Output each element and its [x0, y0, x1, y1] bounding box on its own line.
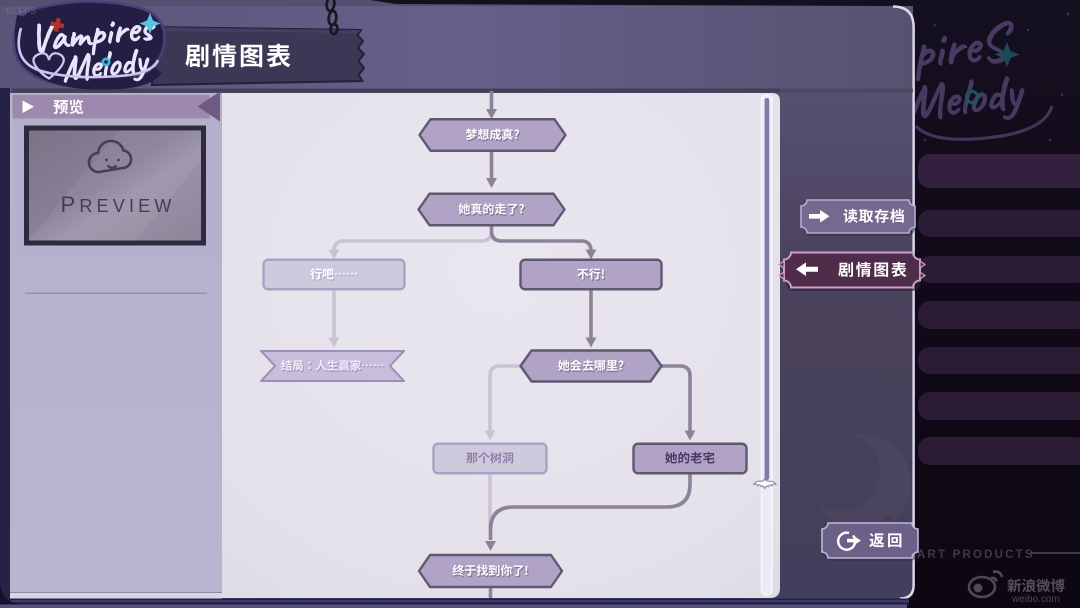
svg-text:weibo.com: weibo.com — [1011, 594, 1060, 605]
svg-text:PREVIEW: PREVIEW — [60, 192, 175, 217]
svg-text:ART PRODUCTS: ART PRODUCTS — [917, 549, 1035, 561]
svg-text:60 FPS: 60 FPS — [6, 6, 36, 16]
